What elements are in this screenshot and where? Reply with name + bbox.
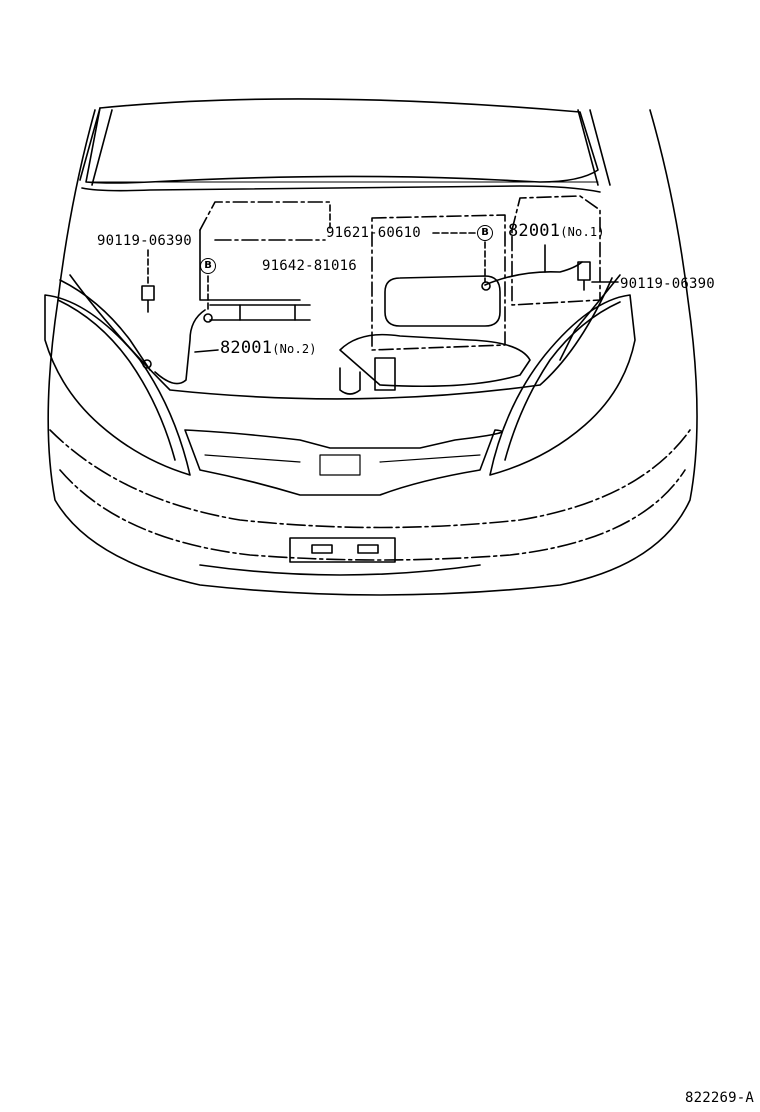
battery-tray: [511, 195, 601, 306]
hose-tube: [209, 304, 311, 321]
ground-terminal-no2: [203, 313, 213, 323]
intake-pipe: [339, 367, 361, 395]
part-label-wire-no1: 82001(No.1): [508, 223, 605, 240]
engine-block: [339, 333, 531, 388]
strut-tower-right: [559, 274, 621, 361]
hose-clips: [239, 304, 296, 321]
engine-bay-edge: [69, 274, 613, 400]
wire-no1-part-number: 82001: [508, 221, 561, 241]
part-label-clamp-lower: 91642-81016: [262, 258, 357, 274]
bumper-upper: [49, 429, 691, 529]
headlamp-left: [44, 294, 191, 476]
fuse-box-cover: [384, 275, 501, 327]
a-pillar-left: [79, 107, 113, 186]
part-label-clamp-upper: 91621-60610: [326, 225, 421, 241]
wire-harness-no2: [154, 309, 206, 385]
grille-frame: [184, 429, 503, 496]
ground-terminal-no1: [481, 281, 491, 291]
air-cleaner-box: [199, 201, 331, 231]
plate-slots: [311, 544, 379, 554]
part-label-wire-no2: 82001(No.2): [220, 340, 317, 357]
grille-slats: [204, 454, 481, 476]
cowl-panel: [81, 185, 601, 193]
ground-bolt-left: [141, 285, 155, 313]
marker-b-lower: B: [200, 258, 216, 274]
hood-panel: [85, 98, 599, 184]
marker-b-upper: B: [477, 225, 493, 241]
car-body-outline: [47, 109, 698, 596]
headlamp-right: [489, 294, 636, 476]
part-label-bolt-left: 90119-06390: [97, 233, 192, 249]
strut-tower-left: [59, 279, 151, 371]
headlamp-left-inner: [57, 299, 176, 461]
lower-intake: [199, 564, 481, 576]
wire-no2-part-number: 82001: [220, 338, 273, 358]
sensor-block: [374, 357, 396, 391]
wire-no2-suffix: (No.2): [272, 342, 317, 356]
ground-bolt-no1: [577, 261, 591, 291]
catalog-number: 822269-A: [684, 1090, 754, 1106]
wire-no1-suffix: (No.1): [560, 225, 605, 239]
leader-wire-no2: [194, 349, 219, 353]
headlamp-right-inner: [504, 301, 621, 461]
bumper-lower: [59, 469, 686, 561]
part-label-bolt-right: 90119-06390: [620, 276, 715, 292]
wire-harness-no1: [484, 261, 583, 286]
license-plate-area: [289, 537, 396, 563]
